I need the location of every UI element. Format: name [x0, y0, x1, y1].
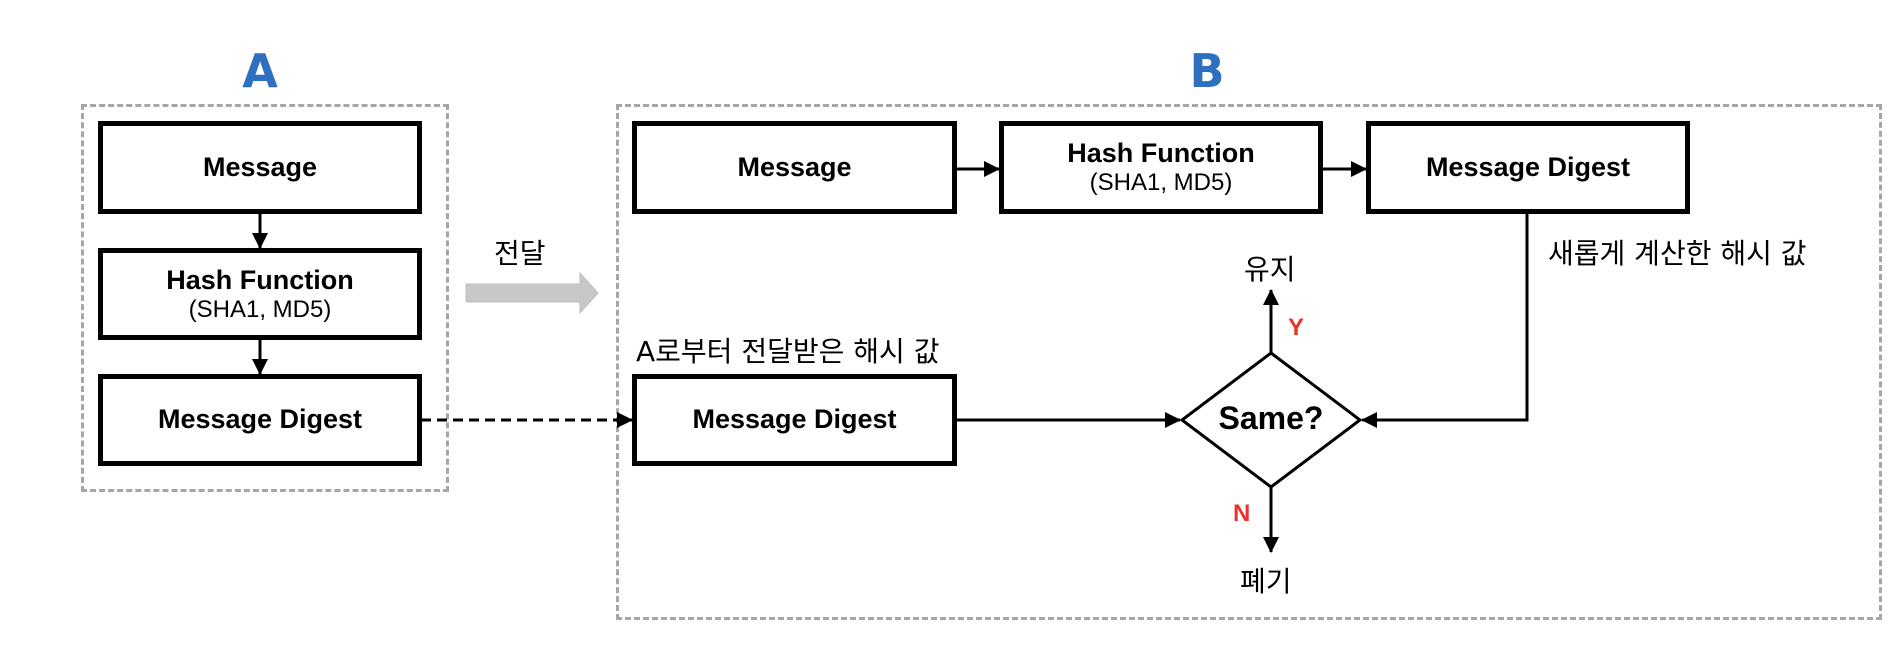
a-hash-function-subtitle: (SHA1, MD5): [188, 295, 332, 323]
yes-outcome-label: 유지: [1244, 253, 1296, 286]
group-a-title: A: [242, 44, 278, 98]
b-hash-function-box: Hash Function (SHA1, MD5): [999, 121, 1323, 214]
b-message-title: Message: [737, 151, 852, 182]
transfer-arrow-icon: [465, 271, 599, 315]
b-computed-digest-box: Message Digest: [1366, 121, 1690, 214]
a-message-digest-box: Message Digest: [98, 374, 422, 466]
computed-hash-label: 새롭게 계산한 해시 값: [1548, 237, 1807, 270]
a-message-box: Message: [98, 121, 422, 214]
received-hash-label: A로부터 전달받은 해시 값: [636, 335, 940, 368]
a-hash-function-box: Hash Function (SHA1, MD5): [98, 248, 422, 340]
a-message-title: Message: [202, 151, 318, 182]
b-message-box: Message: [632, 121, 957, 214]
transfer-label: 전달: [494, 237, 546, 270]
group-b-title: B: [1189, 44, 1225, 98]
group-b-frame: [616, 104, 1882, 620]
b-received-digest-box: Message Digest: [632, 374, 957, 466]
a-hash-function-title: Hash Function: [166, 264, 354, 295]
no-outcome-label: 폐기: [1240, 565, 1292, 598]
b-hash-function-subtitle: (SHA1, MD5): [1089, 169, 1233, 197]
yes-label: Y: [1288, 314, 1305, 341]
b-hash-function-title: Hash Function: [1067, 138, 1255, 169]
decision-label: Same?: [1218, 400, 1324, 436]
no-label: N: [1233, 500, 1251, 527]
a-message-digest-title: Message Digest: [157, 404, 363, 435]
arrow-computed-to-decision: [1361, 213, 1529, 428]
group-a-frame: [81, 104, 449, 492]
b-received-digest-title: Message Digest: [692, 404, 897, 435]
b-computed-digest-title: Message Digest: [1425, 151, 1631, 182]
